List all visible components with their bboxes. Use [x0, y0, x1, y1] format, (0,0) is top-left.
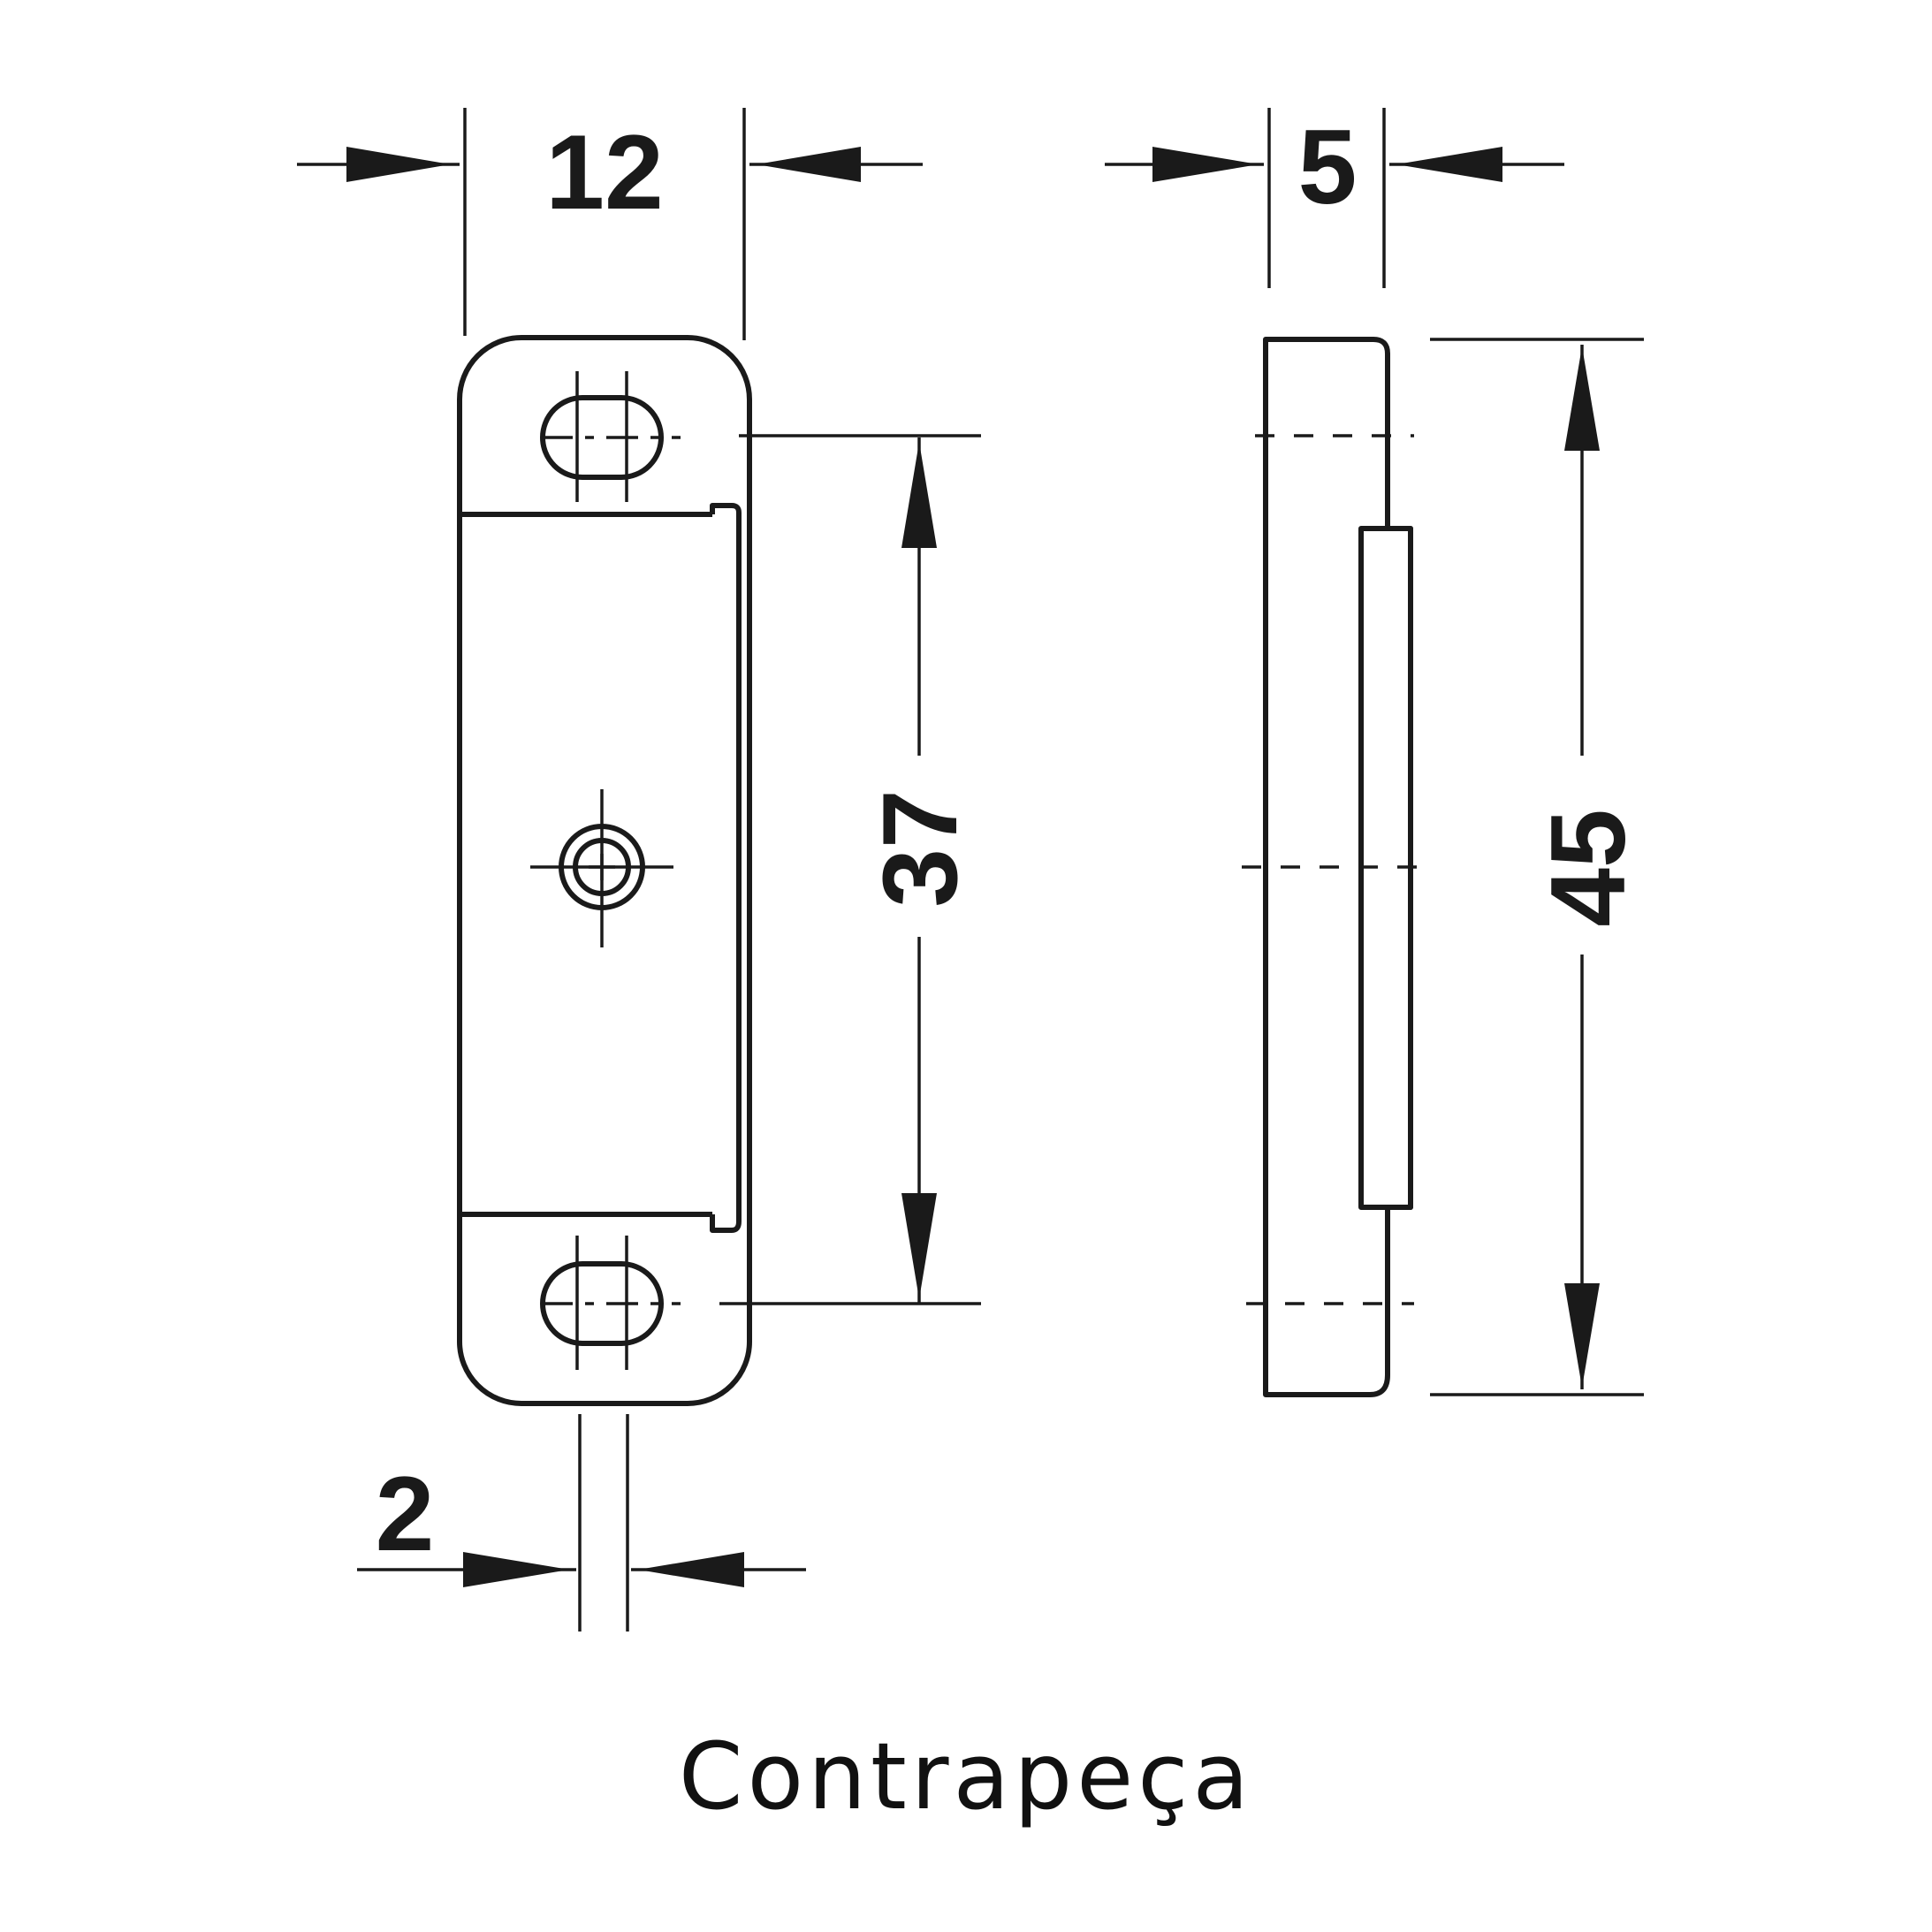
- dim-offset: 2: [357, 1414, 806, 1632]
- dim-width-front: 12: [297, 108, 923, 340]
- caption: Contrapeça: [679, 1723, 1253, 1830]
- arrow-right-icon: [346, 147, 451, 182]
- arrow-down-icon: [1564, 1283, 1600, 1388]
- arrow-left-icon: [638, 1552, 744, 1587]
- front-side-lip: [710, 503, 742, 1233]
- arrow-left-icon: [757, 147, 861, 182]
- dim-hole-spacing: 37: [719, 434, 981, 1305]
- front-view: [457, 335, 752, 1406]
- arrow-right-icon: [1152, 147, 1259, 182]
- dim-label-12: 12: [545, 113, 663, 232]
- dim-label-2: 2: [376, 1455, 435, 1573]
- dim-label-5: 5: [1298, 108, 1358, 226]
- side-view: [1242, 337, 1432, 1397]
- dim-label-45: 45: [1529, 809, 1647, 926]
- dim-label-37: 37: [861, 789, 979, 907]
- dim-overall-length: 45: [1430, 338, 1647, 1396]
- arrow-up-icon: [901, 442, 937, 548]
- arrow-right-icon: [463, 1552, 569, 1587]
- dim-width-side: 5: [1105, 108, 1564, 288]
- arrow-up-icon: [1564, 346, 1600, 451]
- front-body-outline: [457, 335, 752, 1406]
- arrow-down-icon: [901, 1193, 937, 1299]
- arrow-left-icon: [1396, 147, 1502, 182]
- screw-cross-icon: [589, 854, 615, 880]
